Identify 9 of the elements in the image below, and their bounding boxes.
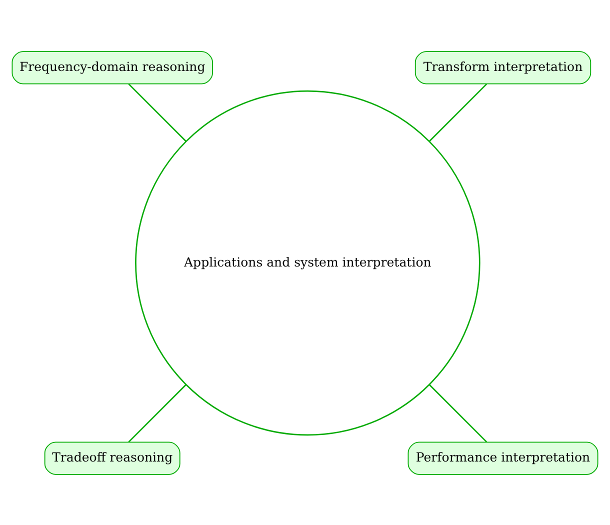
connector: [428, 384, 488, 442]
node-box: Frequency-domain reasoning: [12, 50, 213, 84]
node-box: Transform interpretation: [414, 50, 592, 84]
node-box: Performance interpretation: [408, 441, 598, 474]
connector: [128, 384, 186, 442]
connector: [128, 82, 186, 142]
node-box: Tradeoff reasoning: [44, 441, 180, 474]
node-circle: Applications and system interpretation: [135, 90, 480, 436]
connector: [428, 82, 488, 142]
